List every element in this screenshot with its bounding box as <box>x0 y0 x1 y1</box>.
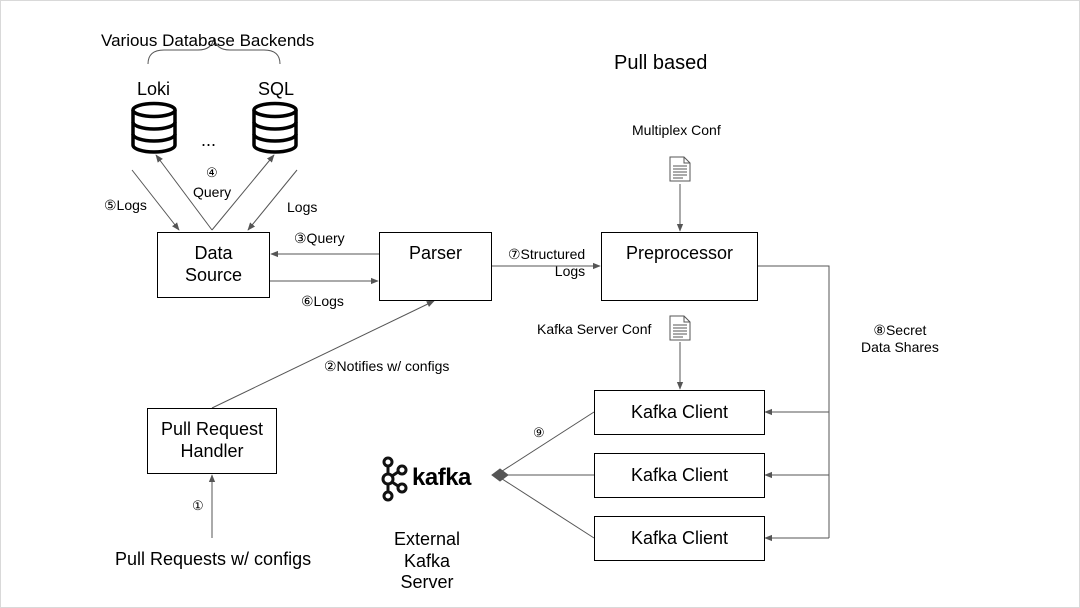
input-label-multiplex-conf: Multiplex Conf <box>632 122 721 138</box>
database-ellipsis: ... <box>201 130 217 150</box>
aggregation-diamond <box>491 468 509 482</box>
database-label-sql: SQL <box>258 79 295 99</box>
db-group-label: Various Database Backends <box>101 31 315 50</box>
input-label-pull-requests: Pull Requests w/ configs <box>115 549 312 569</box>
kafka-client-box: Kafka Client <box>594 516 765 561</box>
edge-step4-query-sql <box>211 154 275 231</box>
kafka-client-label: Kafka Client <box>630 464 729 485</box>
edge-logs-sql <box>247 169 298 231</box>
database-icon <box>131 101 177 154</box>
parser-box: Parser <box>379 232 492 301</box>
edge-step8-bus <box>757 265 830 538</box>
document-icon <box>669 156 691 182</box>
edge-step9-client-3 <box>495 474 595 539</box>
kafka-client-label: Kafka Client <box>630 527 729 548</box>
edge-label-step4-query: Query <box>193 184 232 200</box>
db-group-brace <box>147 37 281 65</box>
edge-label-step4-num: ④ <box>206 165 218 180</box>
edge-step4-query-loki <box>155 154 213 231</box>
kafka-client-box: Kafka Client <box>594 453 765 498</box>
edge-label-step6-logs: ⑥Logs <box>301 293 344 309</box>
database-icon <box>252 101 298 154</box>
edge-step2-notifies <box>211 300 435 409</box>
edge-step9-client-1 <box>495 411 595 476</box>
edge-label-step8-secret-data-shares: ⑧Secret Data Shares <box>861 322 939 355</box>
preprocessor-box: Preprocessor <box>601 232 758 301</box>
database-label-loki: Loki <box>137 79 171 99</box>
kafka-logo-icon <box>381 456 408 502</box>
edge-step5-logs <box>131 169 180 231</box>
kafka-client-box: Kafka Client <box>594 390 765 435</box>
input-label-kafka-server-conf: Kafka Server Conf <box>537 321 652 337</box>
kafka-logo-text: kafka <box>412 464 471 491</box>
parser-label: Parser <box>408 243 462 263</box>
edge-label-step2-notifies: ②Notifies w/ configs <box>324 358 450 374</box>
pull-request-handler-label: Pull Request Handler <box>160 419 264 461</box>
edge-label-step7-structured-logs: ⑦Structured Logs <box>508 246 586 279</box>
data-source-box: Data Source <box>157 232 270 298</box>
kafka-server-label: External Kafka Server <box>393 529 461 593</box>
document-icon <box>669 315 691 341</box>
edge-label-step5-logs: ⑤Logs <box>104 197 147 213</box>
kafka-client-label: Kafka Client <box>630 401 729 422</box>
edge-label-logs: Logs <box>287 199 318 215</box>
edge-label-step9: ⑨ <box>533 425 545 440</box>
page-title: Pull based <box>614 52 708 74</box>
pull-request-handler-box: Pull Request Handler <box>147 408 277 474</box>
edge-label-step1: ① <box>192 498 204 513</box>
data-source-label: Data Source <box>184 243 243 285</box>
edge-label-step3-query: ③Query <box>294 230 345 246</box>
preprocessor-label: Preprocessor <box>625 243 734 263</box>
